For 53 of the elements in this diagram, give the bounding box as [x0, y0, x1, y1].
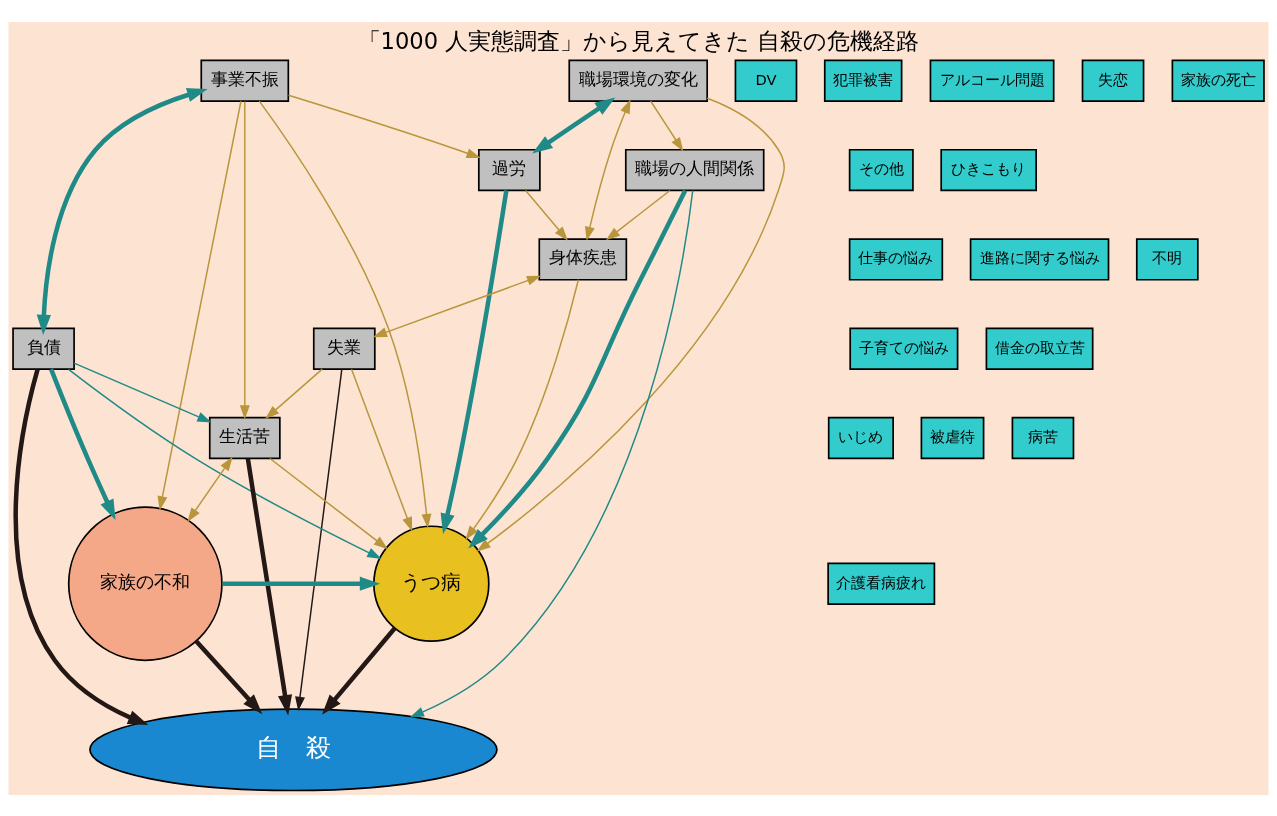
arrow — [222, 576, 381, 591]
node-box: アルコール問題 — [929, 59, 1055, 102]
arrow — [36, 87, 208, 335]
node-box: 職場の人間関係 — [624, 148, 765, 191]
arrow — [350, 368, 413, 531]
node-box: 仕事の悩み — [848, 237, 944, 281]
node-box: 被虐待 — [920, 416, 985, 459]
arrow — [73, 361, 212, 423]
arrow — [524, 189, 568, 241]
arrow — [245, 457, 293, 715]
node-box: 病苦 — [1011, 416, 1075, 459]
node-box: 不明 — [1135, 237, 1199, 281]
arrow — [468, 188, 688, 548]
arrow — [440, 189, 509, 534]
arrow — [239, 100, 250, 420]
arrow — [295, 367, 343, 711]
arrow — [584, 98, 631, 241]
node-box: 身体疾患 — [538, 237, 628, 281]
node-box: 子育ての悩み — [849, 327, 959, 370]
arrow — [409, 189, 694, 717]
node-box: 家族の死亡 — [1171, 59, 1265, 102]
node-box: 負債 — [12, 327, 75, 370]
diagram-title: 「1000 人実態調査」から見えてきた 自殺の危機経路 — [357, 27, 920, 54]
node-box: 過労 — [477, 148, 541, 191]
node-box: その他 — [848, 148, 914, 191]
node-box: 犯罪被害 — [823, 59, 903, 102]
arrow — [465, 278, 580, 540]
arrow — [322, 626, 397, 715]
node-box: いじめ — [827, 416, 894, 459]
arrow — [605, 189, 671, 240]
arrow — [187, 456, 233, 522]
node-box: 介護看病疲れ — [827, 562, 936, 605]
arrow — [194, 639, 263, 714]
node-box: 借金の取立苦 — [985, 327, 1094, 370]
arrow — [258, 99, 432, 528]
arrow — [49, 367, 116, 520]
arrow — [157, 100, 242, 511]
node-box: 進路に関する悩み — [969, 237, 1110, 281]
arrow — [532, 96, 616, 153]
arrow — [650, 100, 684, 152]
node-box: DV — [734, 59, 798, 102]
node-box: 事業不振 — [200, 59, 290, 102]
node-box: 生活苦 — [208, 416, 281, 459]
arrow — [287, 94, 481, 158]
arrow — [372, 275, 542, 337]
node-box: 失恋 — [1081, 59, 1145, 102]
arrow — [265, 367, 323, 419]
node-box: 失業 — [312, 327, 376, 370]
node-box: ひきこもり — [940, 148, 1037, 191]
node-box: 職場環境の変化 — [568, 59, 709, 102]
arrow — [13, 368, 149, 725]
arrow — [269, 457, 388, 549]
arrow — [67, 368, 382, 559]
